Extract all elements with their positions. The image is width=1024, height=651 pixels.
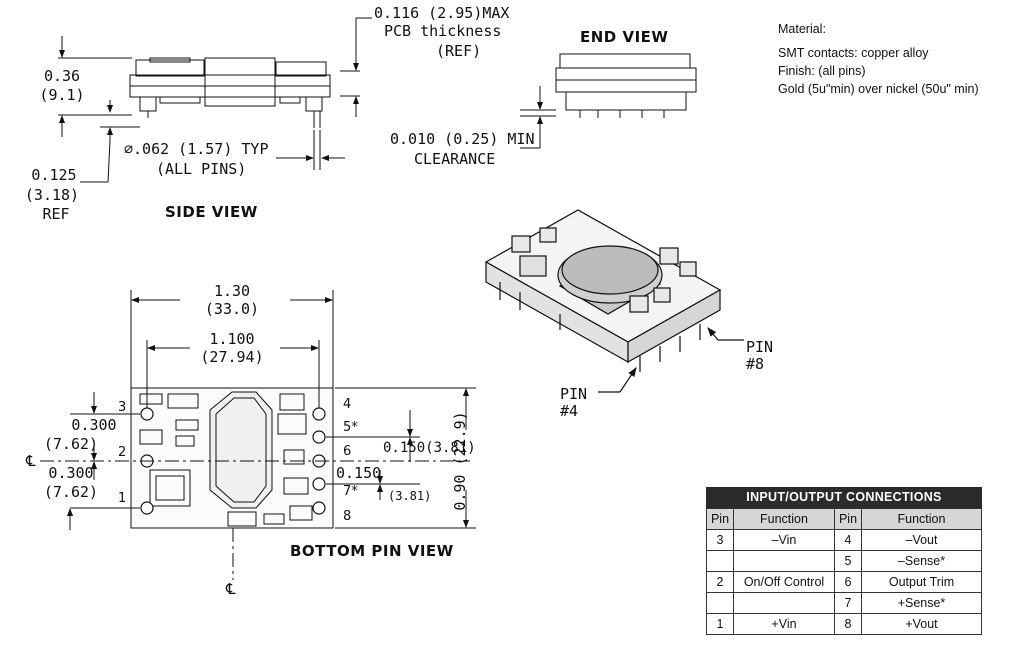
pin-label-4: 4	[343, 397, 352, 412]
io-cell: 4	[834, 529, 862, 551]
io-header-function-right: Function	[861, 508, 982, 530]
left-pitch-upper-in: 0.300	[71, 416, 117, 434]
pin-label-2: 2	[118, 445, 127, 460]
centerline-symbol-bottom: ℄	[226, 580, 236, 598]
io-header-pin-right: Pin	[834, 508, 862, 530]
material-plating: Gold (5u"min) over nickel (50u" min)	[778, 82, 979, 96]
io-cell: 5	[834, 550, 862, 572]
pin-label-7: 7*	[343, 484, 358, 499]
io-cell: Output Trim	[861, 571, 982, 593]
bottom-view-drawing	[40, 290, 476, 580]
pcb-thickness-dimension	[340, 17, 372, 117]
pin-label-1: 1	[118, 491, 127, 506]
material-finish: Finish: (all pins)	[778, 64, 866, 78]
end-view-drawing	[520, 53, 697, 149]
pcb-thickness-label: PCB thickness	[384, 22, 502, 40]
io-cell: 7	[834, 592, 862, 614]
pin-diameter-note: (ALL PINS)	[156, 160, 247, 178]
side-height-in: 0.36	[43, 67, 81, 85]
pin-label-6: 6	[343, 444, 352, 459]
io-cell: +Sense*	[861, 592, 982, 614]
clearance-label: CLEARANCE	[414, 150, 496, 168]
left-pitch-lower-mm: (7.62)	[43, 483, 99, 501]
io-cell: 6	[834, 571, 862, 593]
right-pitch-lower-mm: (3.81)	[388, 489, 432, 503]
table-row: 7 +Sense*	[706, 592, 982, 614]
pin-diameter-label: ∅.062 (1.57) TYP	[124, 140, 269, 158]
left-pitch-upper-mm: (7.62)	[43, 435, 99, 453]
material-title: Material:	[778, 22, 826, 36]
io-table-header-row: Pin Function Pin Function	[706, 508, 982, 530]
clearance-value: 0.010 (0.25) MIN	[390, 130, 535, 148]
pin-label-8: 8	[343, 509, 352, 524]
bottom-view-title: BOTTOM PIN VIEW	[290, 542, 454, 560]
io-cell: 3	[706, 529, 734, 551]
io-cell: 8	[834, 613, 862, 635]
end-view-title: END VIEW	[580, 28, 669, 46]
table-row: 3 –Vin 4 –Vout	[706, 529, 982, 551]
io-cell	[706, 550, 734, 572]
pin-span-in: 1.100	[209, 330, 255, 348]
io-cell: +Vin	[733, 613, 835, 635]
table-row: 1 +Vin 8 +Vout	[706, 613, 982, 635]
ref-label: REF	[42, 205, 70, 223]
io-cell: –Vin	[733, 529, 835, 551]
right-pitch-upper: 0.150(3.81)	[383, 440, 476, 456]
io-cell: On/Off Control	[733, 571, 835, 593]
table-row: 5 –Sense*	[706, 550, 982, 572]
centerline-symbol-left: ℄	[26, 452, 36, 470]
overall-height: 0.90 (22.9)	[451, 411, 469, 511]
overall-width-mm: (33.0)	[204, 300, 260, 318]
io-connections-table: INPUT/OUTPUT CONNECTIONS Pin Function Pi…	[706, 487, 982, 635]
ref-in: 0.125	[31, 166, 77, 184]
pcb-thickness-value: 0.116 (2.95)MAX	[374, 4, 510, 22]
pin8-label: PIN	[746, 338, 774, 356]
pin4-number: #4	[560, 402, 579, 420]
pin4-label: PIN	[560, 385, 588, 403]
material-contacts: SMT contacts: copper alloy	[778, 46, 929, 60]
io-cell: 1	[706, 613, 734, 635]
io-cell	[733, 592, 835, 614]
pin-span-mm: (27.94)	[200, 348, 264, 366]
io-table-title: INPUT/OUTPUT CONNECTIONS	[706, 487, 982, 508]
pin8-number: #8	[746, 355, 765, 373]
table-row: 2 On/Off Control 6 Output Trim	[706, 571, 982, 593]
isometric-module-drawing	[484, 209, 744, 393]
io-cell: +Vout	[861, 613, 982, 635]
io-cell	[706, 592, 734, 614]
io-cell: 2	[706, 571, 734, 593]
io-cell: –Sense*	[861, 550, 982, 572]
io-cell: –Vout	[861, 529, 982, 551]
overall-width-in: 1.30	[213, 282, 251, 300]
pcb-thickness-ref: (REF)	[436, 42, 482, 60]
side-view-title: SIDE VIEW	[165, 203, 258, 221]
io-cell	[733, 550, 835, 572]
right-pitch-lower-in: 0.150	[336, 464, 382, 482]
ref-mm: (3.18)	[24, 186, 80, 204]
io-header-pin-left: Pin	[706, 508, 734, 530]
side-view-drawing	[58, 36, 345, 183]
side-height-mm: (9.1)	[39, 86, 85, 104]
pin-label-5: 5*	[343, 420, 358, 435]
io-header-function-left: Function	[733, 508, 835, 530]
pin-label-3: 3	[118, 400, 127, 415]
left-pitch-lower-in: 0.300	[48, 464, 94, 482]
